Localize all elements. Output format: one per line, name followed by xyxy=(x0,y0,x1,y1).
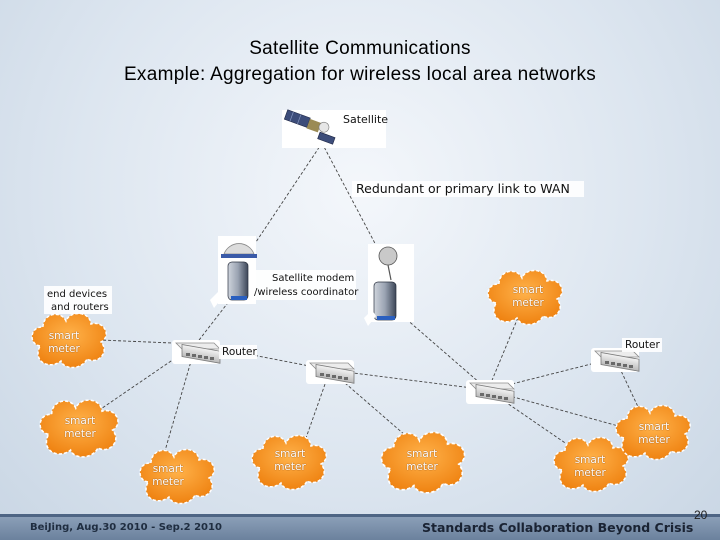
router-left-label: Router xyxy=(222,346,257,358)
router-left-icon xyxy=(171,339,221,365)
satellite-modem-left-icon xyxy=(210,236,257,308)
slide-title: Satellite Communications xyxy=(249,38,471,59)
satellite-modem-right-icon xyxy=(364,244,414,326)
router-center-icon xyxy=(465,379,515,405)
router-middle-icon xyxy=(305,359,355,385)
modem-label-line2: /wireless coordinator xyxy=(254,287,359,298)
satellite-icon xyxy=(282,109,386,148)
end-devices-label-line2: and routers xyxy=(51,302,109,313)
page-number: 20 xyxy=(694,508,708,522)
footer-event-date: BeiJing, Aug.30 2010 - Sep.2 2010 xyxy=(30,522,222,533)
slide-subtitle: Example: Aggregation for wireless local … xyxy=(123,64,597,85)
wan-link-label: Redundant or primary link to WAN xyxy=(356,181,570,196)
footer-band xyxy=(0,514,720,517)
router-right-label: Router xyxy=(625,339,660,351)
footer-slogan: Standards Collaboration Beyond Crisis xyxy=(422,520,694,535)
footer-bar: BeiJing, Aug.30 2010 - Sep.2 2010 Standa… xyxy=(0,514,720,540)
satellite-label: Satellite xyxy=(343,113,389,126)
modem-label-line1: Satellite modem xyxy=(272,273,355,284)
end-devices-label-line1: end devices xyxy=(47,289,108,300)
network-diagram xyxy=(31,109,691,505)
